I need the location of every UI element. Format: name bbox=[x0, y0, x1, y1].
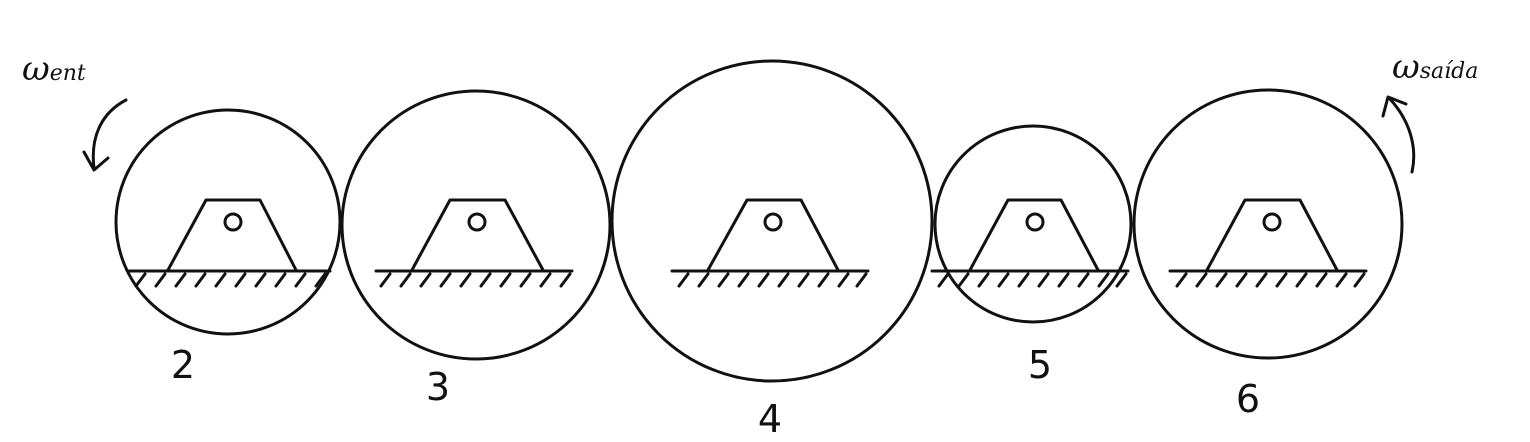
gear-5-pivot bbox=[1025, 212, 1045, 232]
input-speed: ωent bbox=[22, 49, 128, 172]
gear-3-pivot bbox=[467, 212, 487, 232]
gear-3-circle bbox=[340, 89, 612, 361]
gear-5-support bbox=[968, 198, 1100, 272]
input-speed-label: ωent bbox=[22, 49, 86, 89]
output-speed-subscript: saída bbox=[1420, 59, 1479, 84]
gear-2-circle bbox=[114, 108, 342, 336]
input-speed-symbol: ω bbox=[22, 49, 50, 89]
gear-5-circle bbox=[933, 124, 1133, 324]
gear-6: 6 bbox=[1132, 88, 1404, 421]
gear-5-ground-hatch bbox=[937, 272, 1128, 288]
gear-6-support bbox=[1205, 198, 1339, 272]
gear-6-label: 6 bbox=[1236, 377, 1260, 421]
output-speed: ωsaída bbox=[1381, 47, 1478, 174]
input-rotation-arrow-icon bbox=[82, 98, 128, 172]
gear-6-ground-hatch bbox=[1175, 272, 1366, 288]
output-speed-symbol: ω bbox=[1392, 47, 1420, 87]
gear-4-ground-hatch bbox=[677, 272, 868, 288]
gear-6-pivot bbox=[1262, 212, 1282, 232]
gear-2-ground-hatch bbox=[134, 272, 327, 288]
gear-3-label: 3 bbox=[426, 365, 450, 409]
gear-3: 3 bbox=[340, 89, 612, 409]
gear-4-support bbox=[706, 198, 840, 272]
gear-3-ground-hatch bbox=[379, 272, 572, 288]
gear-2-support bbox=[166, 198, 298, 272]
gear-4: 4 bbox=[610, 59, 934, 441]
gear-3-support bbox=[410, 198, 545, 272]
gear-5-label: 5 bbox=[1028, 343, 1052, 387]
gear-5: 5 bbox=[930, 124, 1133, 387]
input-speed-subscript: ent bbox=[50, 61, 86, 86]
output-speed-label: ωsaída bbox=[1392, 47, 1478, 87]
gear-2-pivot bbox=[223, 212, 243, 232]
gear-6-circle bbox=[1132, 88, 1404, 360]
output-rotation-arrow-icon bbox=[1381, 95, 1416, 174]
gear-4-label: 4 bbox=[758, 397, 782, 441]
gear-4-pivot bbox=[763, 212, 783, 232]
gear-2: 2 bbox=[114, 108, 342, 387]
gear-2-label: 2 bbox=[171, 343, 195, 387]
gear-4-circle bbox=[610, 59, 934, 383]
